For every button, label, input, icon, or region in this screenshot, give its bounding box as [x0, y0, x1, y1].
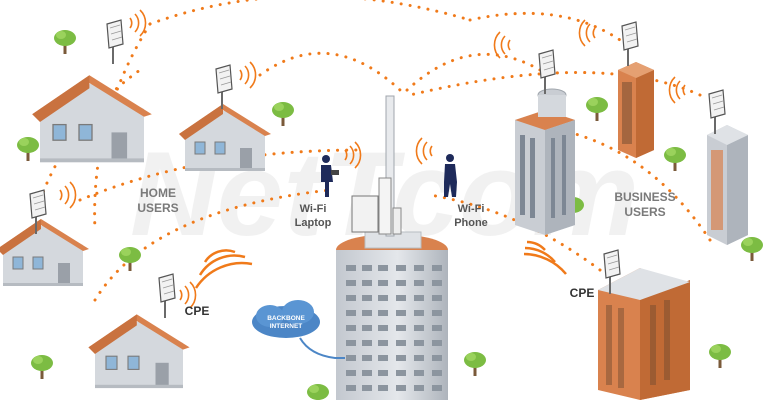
wifi-laptop-label-line2: Laptop: [295, 217, 332, 229]
cloud-icon: BACKBONE INTERNET: [252, 300, 345, 359]
office-building-icon-1: [515, 49, 575, 235]
business-users-label-line1: BUSINESS: [614, 190, 675, 204]
cpe-label-right: CPE: [570, 286, 595, 300]
house-icon-4: [87, 273, 191, 389]
cpe-label-left: CPE: [185, 304, 210, 318]
office-building-icon-4: [598, 249, 690, 400]
big-signal-wave-right: [523, 240, 567, 275]
backbone-label-line1: BACKBONE: [267, 315, 305, 322]
person-icon-laptop: [321, 155, 339, 197]
person-icon-phone: [444, 154, 457, 197]
house-icon-3: [0, 189, 90, 287]
backbone-label-line2: INTERNET: [270, 323, 303, 330]
home-users-label-line2: USERS: [137, 201, 178, 215]
home-users-label-line1: HOME: [140, 186, 176, 200]
office-building-icon-2: [618, 21, 654, 158]
wifi-phone-label-line2: Phone: [454, 217, 488, 229]
antenna-icon: [351, 95, 402, 237]
central-tower-building: [336, 231, 448, 400]
big-signal-wave-left: [194, 249, 253, 289]
house-icon-1: [31, 19, 153, 163]
wifi-phone-label-line1: Wi-Fi: [458, 203, 485, 215]
office-building-icon-3: [707, 89, 748, 245]
wifi-laptop-label-line1: Wi-Fi: [300, 203, 327, 215]
house-icon-2: [178, 64, 272, 172]
business-users-label-line2: USERS: [624, 205, 665, 219]
